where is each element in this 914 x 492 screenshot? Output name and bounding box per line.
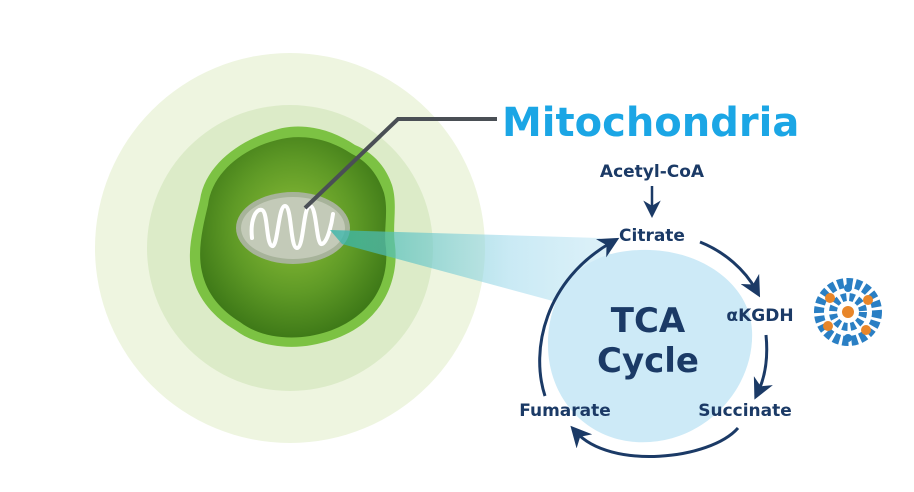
fumarate-label: Fumarate [519,401,611,421]
tca-label-line2: Cycle [597,341,699,381]
akgdh-label: αKGDH [726,306,793,326]
page-title: Mitochondria [502,100,799,146]
mitochondrion-icon [236,192,350,264]
citrate-label: Citrate [619,226,685,246]
protein-complex-icon [814,278,882,346]
tca-cycle-region [548,249,753,443]
arrow-citrate-to-akgdh [699,240,761,298]
succinate-label: Succinate [698,401,792,421]
arrow-fumarate-to-citrate [538,237,620,397]
arrow-akgdh-to-succinate [753,334,773,400]
acetyl-coa-label: Acetyl-CoA [600,162,705,182]
tca-label-line1: TCA [611,301,686,341]
arrow-succinate-to-fumarate [570,425,740,458]
leader-line [303,117,497,210]
